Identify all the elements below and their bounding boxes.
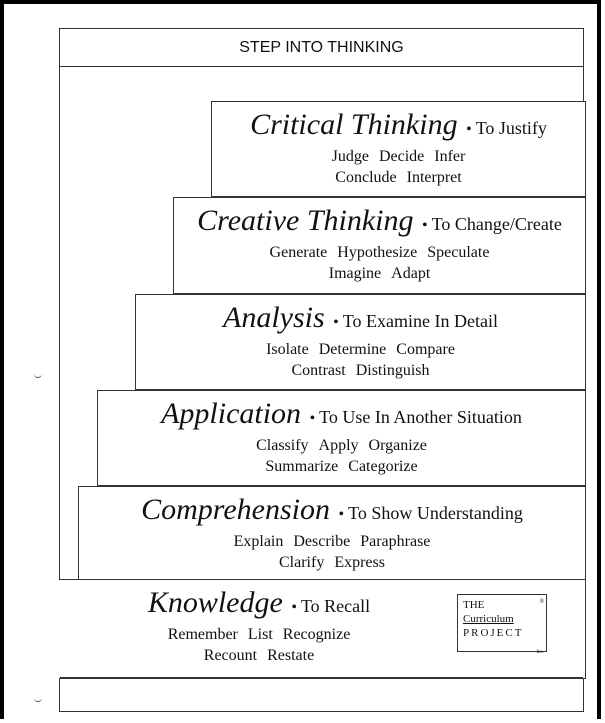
verb: Categorize: [348, 458, 418, 475]
step-heading: Knowledge •To Recall: [59, 588, 459, 618]
step-purpose: To Recall: [300, 596, 371, 616]
step-verbs: Judge Decide Infer Conclude Interpret: [212, 146, 585, 188]
step-heading: Critical Thinking •To Justify: [212, 110, 585, 140]
verbs-line-1: Remember List Recognize: [59, 624, 459, 645]
bullet-separator: •: [466, 121, 472, 138]
step-heading: Analysis •To Examine In Detail: [136, 303, 585, 333]
knowledge-content: Knowledge •To Recall Remember List Recogni…: [59, 580, 459, 666]
verb: Remember: [167, 626, 238, 643]
verbs-line-2: Clarify Express: [79, 552, 585, 573]
verb: Organize: [368, 437, 427, 454]
verb: Compare: [396, 341, 455, 358]
logo-suffix: Inc.: [536, 650, 544, 655]
step-name: Analysis: [223, 301, 325, 334]
verb: Express: [334, 554, 385, 571]
step-name: Creative Thinking: [197, 204, 414, 237]
verbs-line-1: Classify Apply Organize: [98, 435, 585, 456]
bullet-separator: •: [333, 314, 339, 331]
step-heading: Creative Thinking •To Change/Create: [174, 206, 585, 236]
footer-bar: [60, 677, 583, 711]
step-verbs: Explain Describe Paraphrase Clarify Express: [79, 531, 585, 573]
verb: Conclude: [335, 169, 397, 186]
bullet-separator: •: [338, 506, 345, 523]
verb: Recount: [203, 647, 258, 664]
step-knowledge: Knowledge •To Recall Remember List Recogni…: [59, 579, 586, 679]
step-verbs: Remember List Recognize Recount Restate: [59, 624, 459, 666]
step-application: Application •To Use In Another Situation…: [97, 390, 586, 486]
verbs-line-2: Contrast Distinguish: [136, 360, 585, 381]
verb: Generate: [269, 244, 328, 261]
verb: Infer: [434, 148, 466, 165]
step-verbs: Isolate Determine Compare Contrast Distingu…: [136, 339, 585, 381]
verb: Distinguish: [355, 362, 430, 379]
step-name: Knowledge: [147, 586, 283, 619]
step-purpose: To Examine In Detail: [342, 311, 498, 331]
verb: Restate: [267, 647, 315, 664]
registered-mark: ®: [539, 599, 544, 605]
bullet-separator: •: [291, 599, 297, 616]
verb: Recognize: [282, 626, 351, 643]
step-verbs: Classify Apply Organize Summarize Categoriz…: [98, 435, 585, 477]
step-analysis: Analysis •To Examine In Detail Isolate De…: [135, 294, 586, 390]
bullet-separator: •: [309, 410, 316, 427]
step-name: Application: [161, 397, 302, 430]
step-comprehension: Comprehension •To Show Understanding Exp…: [78, 486, 586, 582]
verb: Paraphrase: [360, 533, 431, 550]
diagram-frame: STEP INTO THINKING Critical Thinking •To…: [59, 28, 586, 712]
verbs-line-1: Judge Decide Infer: [212, 146, 585, 167]
verb: Isolate: [266, 341, 309, 358]
verbs-line-2: Recount Restate: [59, 645, 459, 666]
verb: Classify: [256, 437, 309, 454]
verb: Adapt: [391, 265, 431, 282]
verb: Interpret: [406, 169, 462, 186]
bullet-separator: •: [422, 217, 428, 234]
verb: List: [247, 626, 273, 643]
verbs-line-2: Imagine Adapt: [174, 263, 585, 284]
step-creative-thinking: Creative Thinking •To Change/Create Gene…: [173, 197, 586, 294]
margin-mark: [34, 698, 42, 702]
step-heading: Application •To Use In Another Situation: [98, 399, 585, 429]
verbs-line-1: Explain Describe Paraphrase: [79, 531, 585, 552]
verb: Describe: [293, 533, 351, 550]
step-purpose: To Change/Create: [431, 214, 562, 234]
verb: Decide: [378, 148, 425, 165]
step-heading: Comprehension •To Show Understanding: [79, 495, 585, 525]
verb: Summarize: [265, 458, 339, 475]
step-verbs: Generate Hypothesize Speculate Imagine Adap…: [174, 242, 585, 284]
verbs-line-1: Generate Hypothesize Speculate: [174, 242, 585, 263]
verb: Apply: [318, 437, 359, 454]
logo-line-1: THE: [463, 599, 485, 611]
diagram-title: STEP INTO THINKING: [60, 29, 583, 67]
verb: Speculate: [427, 244, 490, 261]
verb: Clarify: [279, 554, 325, 571]
verbs-line-2: Conclude Interpret: [212, 167, 585, 188]
step-critical-thinking: Critical Thinking •To Justify Judge Decid…: [211, 101, 586, 197]
logo-line-3: PROJECT: [463, 627, 524, 639]
step-purpose: To Justify: [475, 118, 547, 138]
verb: Determine: [318, 341, 387, 358]
step-purpose: To Use In Another Situation: [319, 407, 522, 427]
curriculum-project-logo: ® THE Curriculum PROJECT Inc.: [457, 594, 547, 655]
verb: Judge: [331, 148, 369, 165]
verb: Hypothesize: [337, 244, 418, 261]
verbs-line-1: Isolate Determine Compare: [136, 339, 585, 360]
logo-line-2: Curriculum: [463, 613, 514, 625]
step-purpose: To Show Understanding: [348, 503, 523, 523]
verb: Imagine: [328, 265, 382, 282]
verbs-line-2: Summarize Categorize: [98, 456, 585, 477]
step-name: Comprehension: [141, 493, 331, 526]
step-name: Critical Thinking: [250, 108, 458, 141]
margin-mark: [34, 374, 42, 378]
verb: Contrast: [291, 362, 346, 379]
verb: Explain: [233, 533, 284, 550]
